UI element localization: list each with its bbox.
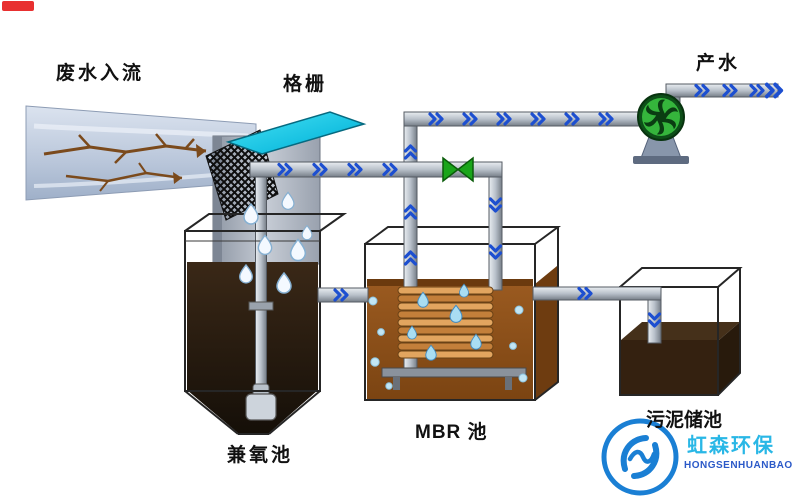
submersible-pump-icon — [245, 393, 277, 421]
feed-drop-pipe — [488, 169, 503, 291]
sludge-tank-side-edge — [717, 268, 741, 396]
bar-screen-plate-icon — [225, 111, 367, 155]
product-pump-icon — [633, 93, 689, 164]
corner-marker — [2, 1, 34, 11]
sludge-tank-rim — [619, 267, 743, 288]
mbr-liquid-side — [535, 266, 557, 399]
label-inflow: 废水入流 — [56, 63, 145, 84]
sludge-tank-wall — [619, 286, 719, 396]
mbr-tank-side-edge — [534, 227, 559, 401]
label-screen: 格栅 — [283, 74, 328, 95]
pump-base — [633, 156, 689, 164]
tank-transfer-pipe — [317, 287, 369, 303]
facultative-tank — [184, 169, 348, 435]
label-facultative-tank: 兼氧池 — [227, 445, 294, 466]
pump-blades — [644, 99, 678, 135]
label-sludge-tank: 污泥储池 — [646, 410, 723, 431]
sludge-fill-side — [719, 322, 740, 394]
mbr-tank-rim — [364, 226, 562, 245]
air-bubbles — [368, 296, 528, 390]
company-logo-icon — [601, 418, 679, 496]
pipe-flange — [248, 301, 274, 311]
submersible-riser-pipe — [255, 169, 267, 399]
aeration-leg — [393, 377, 400, 390]
label-product-water: 产水 — [696, 53, 741, 74]
facultative-funnel — [184, 390, 321, 435]
facultative-tank-wall — [184, 230, 321, 392]
label-mbr-tank: MBR 池 — [415, 422, 488, 443]
watermark-name-cn: 虹森环保 — [687, 435, 775, 457]
watermark-name-en: HONGSENHUANBAO — [684, 460, 793, 471]
mbr-tank-wall — [364, 243, 536, 401]
debris-branch-icon — [43, 133, 207, 192]
sludge-fill — [621, 340, 717, 394]
facultative-tank-rim — [184, 213, 348, 232]
aeration-leg — [505, 377, 512, 390]
inflow-stream — [25, 105, 257, 201]
control-valve-icon — [442, 156, 474, 183]
mbr-liquid-surface — [367, 279, 533, 286]
mbr-internals — [368, 283, 528, 390]
aeration-header — [381, 367, 527, 378]
product-water-pipe — [665, 83, 779, 98]
sludge-transfer-pipe — [532, 286, 662, 301]
